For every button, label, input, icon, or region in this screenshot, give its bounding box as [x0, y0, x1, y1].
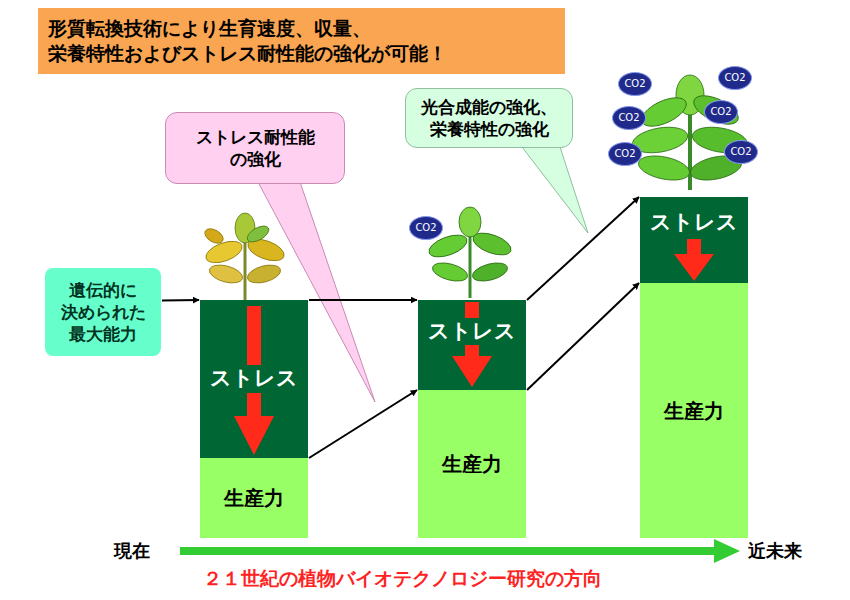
stress-segment: ストレス: [418, 300, 526, 390]
stress-segment: ストレス: [200, 300, 308, 458]
productivity-segment: 生産力: [200, 458, 308, 538]
productivity-segment: 生産力: [640, 283, 748, 538]
node-text: 生産力: [664, 398, 724, 424]
co2-bubble: CO2: [409, 216, 443, 240]
co2-text: CO2: [415, 223, 436, 233]
co2-bubble: CO2: [618, 72, 652, 96]
callout-bubble: ストレス耐性能 の強化: [165, 112, 345, 184]
node-text: 生産力: [224, 485, 284, 511]
node-text: ストレス: [206, 365, 302, 392]
co2-bubble: CO2: [608, 142, 642, 166]
stress-arrow: [674, 239, 714, 281]
co2-text: CO2: [618, 113, 639, 123]
node-text: ストレス: [424, 318, 520, 345]
co2-text: CO2: [724, 73, 745, 83]
co2-text: CO2: [710, 107, 731, 117]
callout-tail: [522, 147, 588, 233]
connector-arrow: [527, 283, 639, 390]
co2-bubble: CO2: [612, 106, 646, 130]
node-text: ストレス耐性能 の強化: [172, 126, 338, 170]
info-box: 遺伝的に 決められた 最大能力: [45, 268, 161, 356]
callout-bubble: 光合成能の強化、 栄養特性の強化: [405, 88, 573, 148]
plant-stressed: [202, 213, 287, 300]
stress-segment: ストレス: [640, 197, 748, 283]
node-text: ストレス: [646, 209, 742, 236]
plant-enhanced: [630, 75, 749, 190]
co2-text: CO2: [614, 149, 635, 159]
node-text: 光合成能の強化、 栄養特性の強化: [412, 96, 566, 140]
axis-label: 近未来: [748, 539, 802, 563]
productivity-segment: 生産力: [418, 390, 526, 538]
title-text: 形質転換技術により生育速度、収量、 栄養特性およびストレス耐性能の強化が可能！: [48, 16, 555, 65]
node-text: 生産力: [442, 451, 502, 477]
co2-bubble: CO2: [724, 140, 758, 164]
connector-arrow: [527, 197, 639, 300]
co2-text: CO2: [730, 147, 751, 157]
time-axis: [180, 547, 718, 555]
caption: ２１世紀の植物バイオテクノロジー研究の方向: [203, 566, 602, 592]
connector-arrow: [309, 299, 417, 301]
co2-bubble: CO2: [704, 100, 738, 124]
title-box: 形質転換技術により生育速度、収量、 栄養特性およびストレス耐性能の強化が可能！: [38, 8, 565, 74]
co2-text: CO2: [624, 79, 645, 89]
stress-arrow: [452, 302, 492, 387]
connector-arrow: [162, 299, 199, 301]
co2-bubble: CO2: [718, 66, 752, 90]
connector-arrow: [309, 390, 417, 458]
time-axis-head: [714, 539, 740, 563]
axis-label: 現在: [114, 539, 150, 563]
node-text: 遺伝的に 決められた 最大能力: [51, 279, 155, 345]
stress-arrow: [234, 306, 274, 455]
